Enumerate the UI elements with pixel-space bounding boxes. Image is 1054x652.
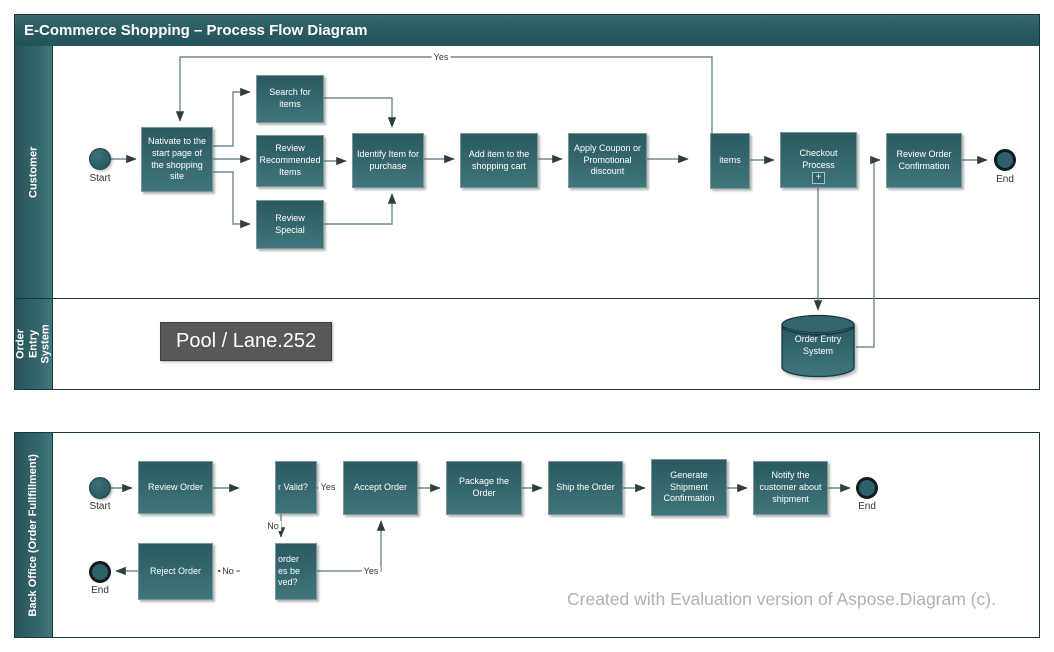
lane-customer: Customer <box>15 46 53 299</box>
task-add-item-to-cart: Add item to the shopping cart <box>460 133 538 188</box>
task-order-valid-clipped: r Valid? <box>275 461 317 514</box>
task-apply-coupon: Apply Coupon or Promotional discount <box>568 133 647 188</box>
edge-label-yes-loop: Yes <box>431 52 451 62</box>
subprocess-plus-icon: + <box>812 172 825 184</box>
end-event-reject-label: End <box>91 585 109 596</box>
task-review-order-confirmation: Review Order Confirmation <box>886 133 962 188</box>
edge-label-no-valid: No <box>265 521 281 531</box>
task-navigate-start-page: Nativate to the start page of the shoppi… <box>141 127 213 192</box>
task-package-order: Package the Order <box>446 461 522 515</box>
pool-title: E-Commerce Shopping – Process Flow Diagr… <box>15 15 1039 46</box>
lane-order-entry-system: Order Entry System <box>15 299 53 389</box>
lane-back-office: Back Office (Order Fullfillment) <box>15 433 53 637</box>
lane-back-office-label: Back Office (Order Fullfillment) <box>27 453 40 617</box>
database-label: Order Entry System <box>794 334 842 356</box>
end-event-customer-label: End <box>996 174 1014 185</box>
database-order-entry-system <box>781 314 855 378</box>
task-resolve-clipped: order es be ved? <box>275 543 317 600</box>
start-event-back-office-label: Start <box>89 501 111 512</box>
lane-divider <box>15 298 1039 300</box>
start-event-customer <box>89 148 111 170</box>
task-identify-item: Identify Item for purchase <box>352 133 424 188</box>
lane-customer-label: Customer <box>27 146 40 199</box>
task-review-special: Review Special <box>256 200 324 249</box>
task-checkout-process: Checkout Process <box>780 132 857 188</box>
edge-label-no-reject: No <box>220 566 236 576</box>
end-event-customer <box>994 149 1016 171</box>
lane-order-entry-label: Order Entry System <box>14 324 52 364</box>
task-accept-order: Accept Order <box>343 461 418 515</box>
task-review-recommended-items: Review Recommended Items <box>256 135 324 187</box>
pool-lane-tag: Pool / Lane.252 <box>160 322 333 361</box>
task-reject-order: Reject Order <box>138 543 213 600</box>
task-generate-shipment-confirmation: Generate Shipment Confirmation <box>651 459 727 516</box>
task-notify-customer: Notify the customer about shipment <box>753 461 828 515</box>
evaluation-watermark: Created with Evaluation version of Aspos… <box>567 589 996 609</box>
end-event-back-office <box>856 477 878 499</box>
edge-label-yes-valid: Yes <box>318 482 338 492</box>
end-event-reject <box>89 561 111 583</box>
edge-label-yes-resolve: Yes <box>361 566 381 576</box>
start-event-customer-label: Start <box>89 173 111 184</box>
task-ship-order: Ship the Order <box>548 461 623 515</box>
task-review-order: Review Order <box>138 461 213 514</box>
start-event-back-office <box>89 477 111 499</box>
end-event-back-office-label: End <box>858 501 876 512</box>
task-items-clipped: items <box>710 133 750 189</box>
task-search-for-items: Search for items <box>256 75 324 123</box>
